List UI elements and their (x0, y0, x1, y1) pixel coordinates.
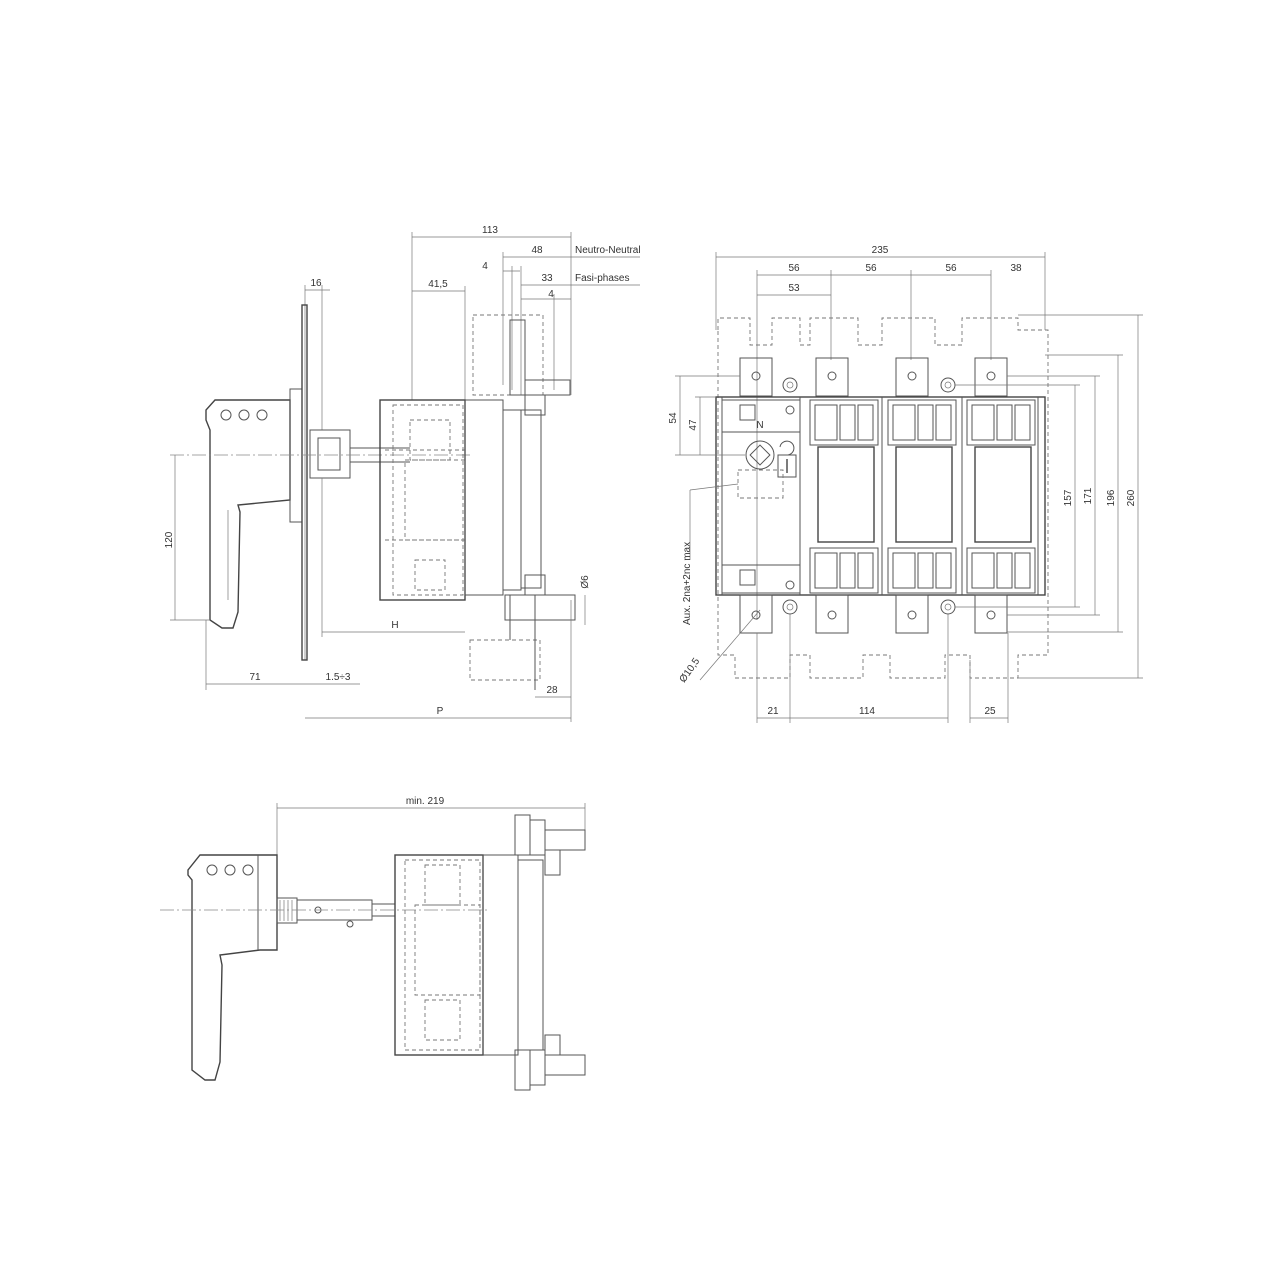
aux-label: Aux. 2na+2nc max (682, 542, 693, 625)
dim-53: 53 (788, 283, 800, 294)
dim-min-219: min. 219 (406, 796, 445, 807)
dim-25: 25 (984, 706, 996, 717)
dim-157: 157 (1063, 489, 1074, 506)
dim-171: 171 (1083, 487, 1094, 504)
front-view: 235 56 56 56 38 53 54 47 N Aux. 2na+2nc … (668, 245, 1143, 723)
dim-4-b: 4 (548, 289, 554, 300)
dim-1-5-3: 1.5÷3 (326, 672, 351, 683)
dim-260: 260 (1126, 489, 1137, 506)
neutral-pole-label: N (756, 420, 763, 431)
dim-196: 196 (1106, 489, 1117, 506)
dim-56-c: 56 (945, 263, 957, 274)
dim-28: 28 (546, 685, 558, 696)
dim-38: 38 (1010, 263, 1022, 274)
dim-6: Ø6 (580, 575, 591, 589)
dim-h: H (391, 620, 398, 631)
bottom-view: min. 219 (160, 796, 586, 1091)
dim-10-5: Ø10,5 (678, 656, 703, 685)
dim-56-a: 56 (788, 263, 800, 274)
dim-16: 16 (310, 278, 322, 289)
dim-54: 54 (668, 412, 679, 424)
dim-56-b: 56 (865, 263, 877, 274)
dim-21: 21 (767, 706, 779, 717)
phase-pole-3 (966, 399, 1036, 594)
dim-4-a: 4 (482, 261, 488, 272)
dim-41-5: 41,5 (428, 279, 448, 290)
dim-p: P (437, 706, 444, 717)
label-phases: Fasi-phases (575, 273, 629, 284)
phase-pole-1 (809, 399, 879, 594)
dim-235: 235 (872, 245, 889, 256)
dim-113: 113 (482, 225, 498, 236)
dim-47: 47 (688, 419, 699, 431)
dim-120: 120 (164, 531, 175, 548)
phase-pole-2 (887, 399, 957, 594)
dim-71: 71 (249, 672, 261, 683)
side-view: 113 48 Neutro-Neutral 4 33 Fasi-phases 4… (164, 225, 641, 722)
dim-48: 48 (531, 245, 543, 256)
label-neutral: Neutro-Neutral (575, 245, 641, 256)
dim-114: 114 (859, 706, 875, 717)
dim-33: 33 (541, 273, 553, 284)
